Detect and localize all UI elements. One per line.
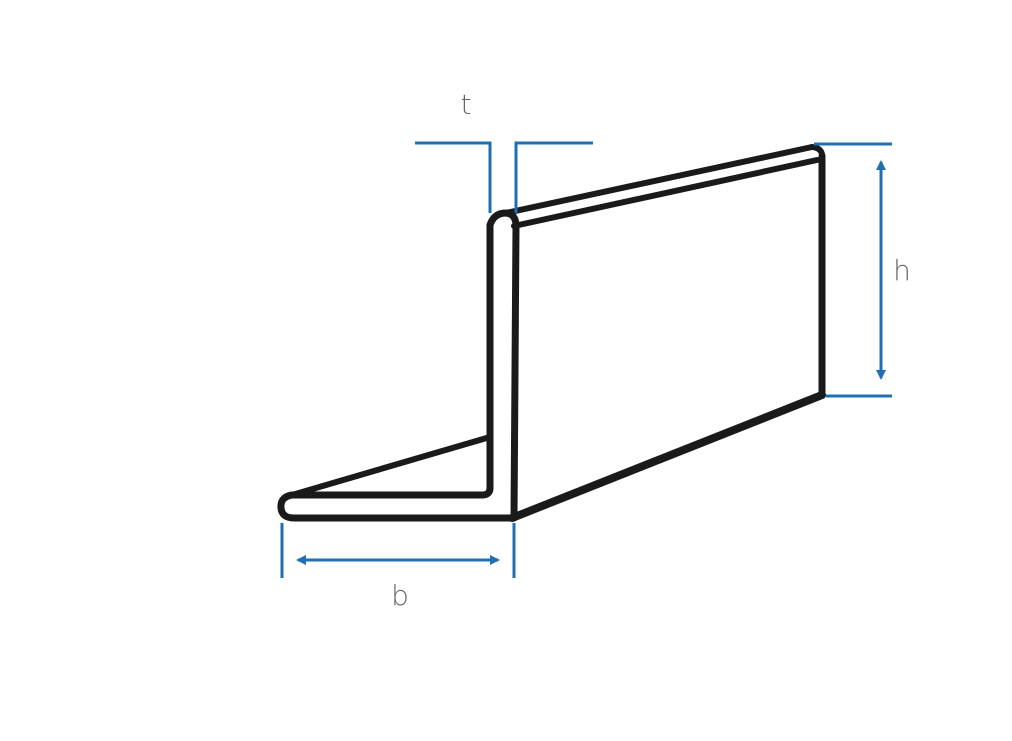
profile-bottom-edge <box>508 391 826 522</box>
profile-top-lip-end <box>809 144 826 163</box>
dimension-b-label: b <box>391 579 409 612</box>
dimension-t-label: t <box>461 88 472 121</box>
profile-section-horizontal-leg <box>277 484 518 522</box>
dimension-height: h <box>814 142 911 398</box>
profile-top-lip-outer <box>503 144 815 216</box>
dimension-h-label: h <box>893 254 911 287</box>
dimension-t-right-leader <box>514 141 593 213</box>
dimension-t-left-leader <box>415 141 492 213</box>
profile-foot-slope <box>289 434 493 498</box>
angle-profile <box>277 144 826 522</box>
dimension-thickness: t <box>415 88 593 213</box>
profile-top-lip-inner <box>511 157 820 229</box>
dimension-base: b <box>280 523 516 612</box>
profile-section-vertical-leg <box>486 209 520 522</box>
